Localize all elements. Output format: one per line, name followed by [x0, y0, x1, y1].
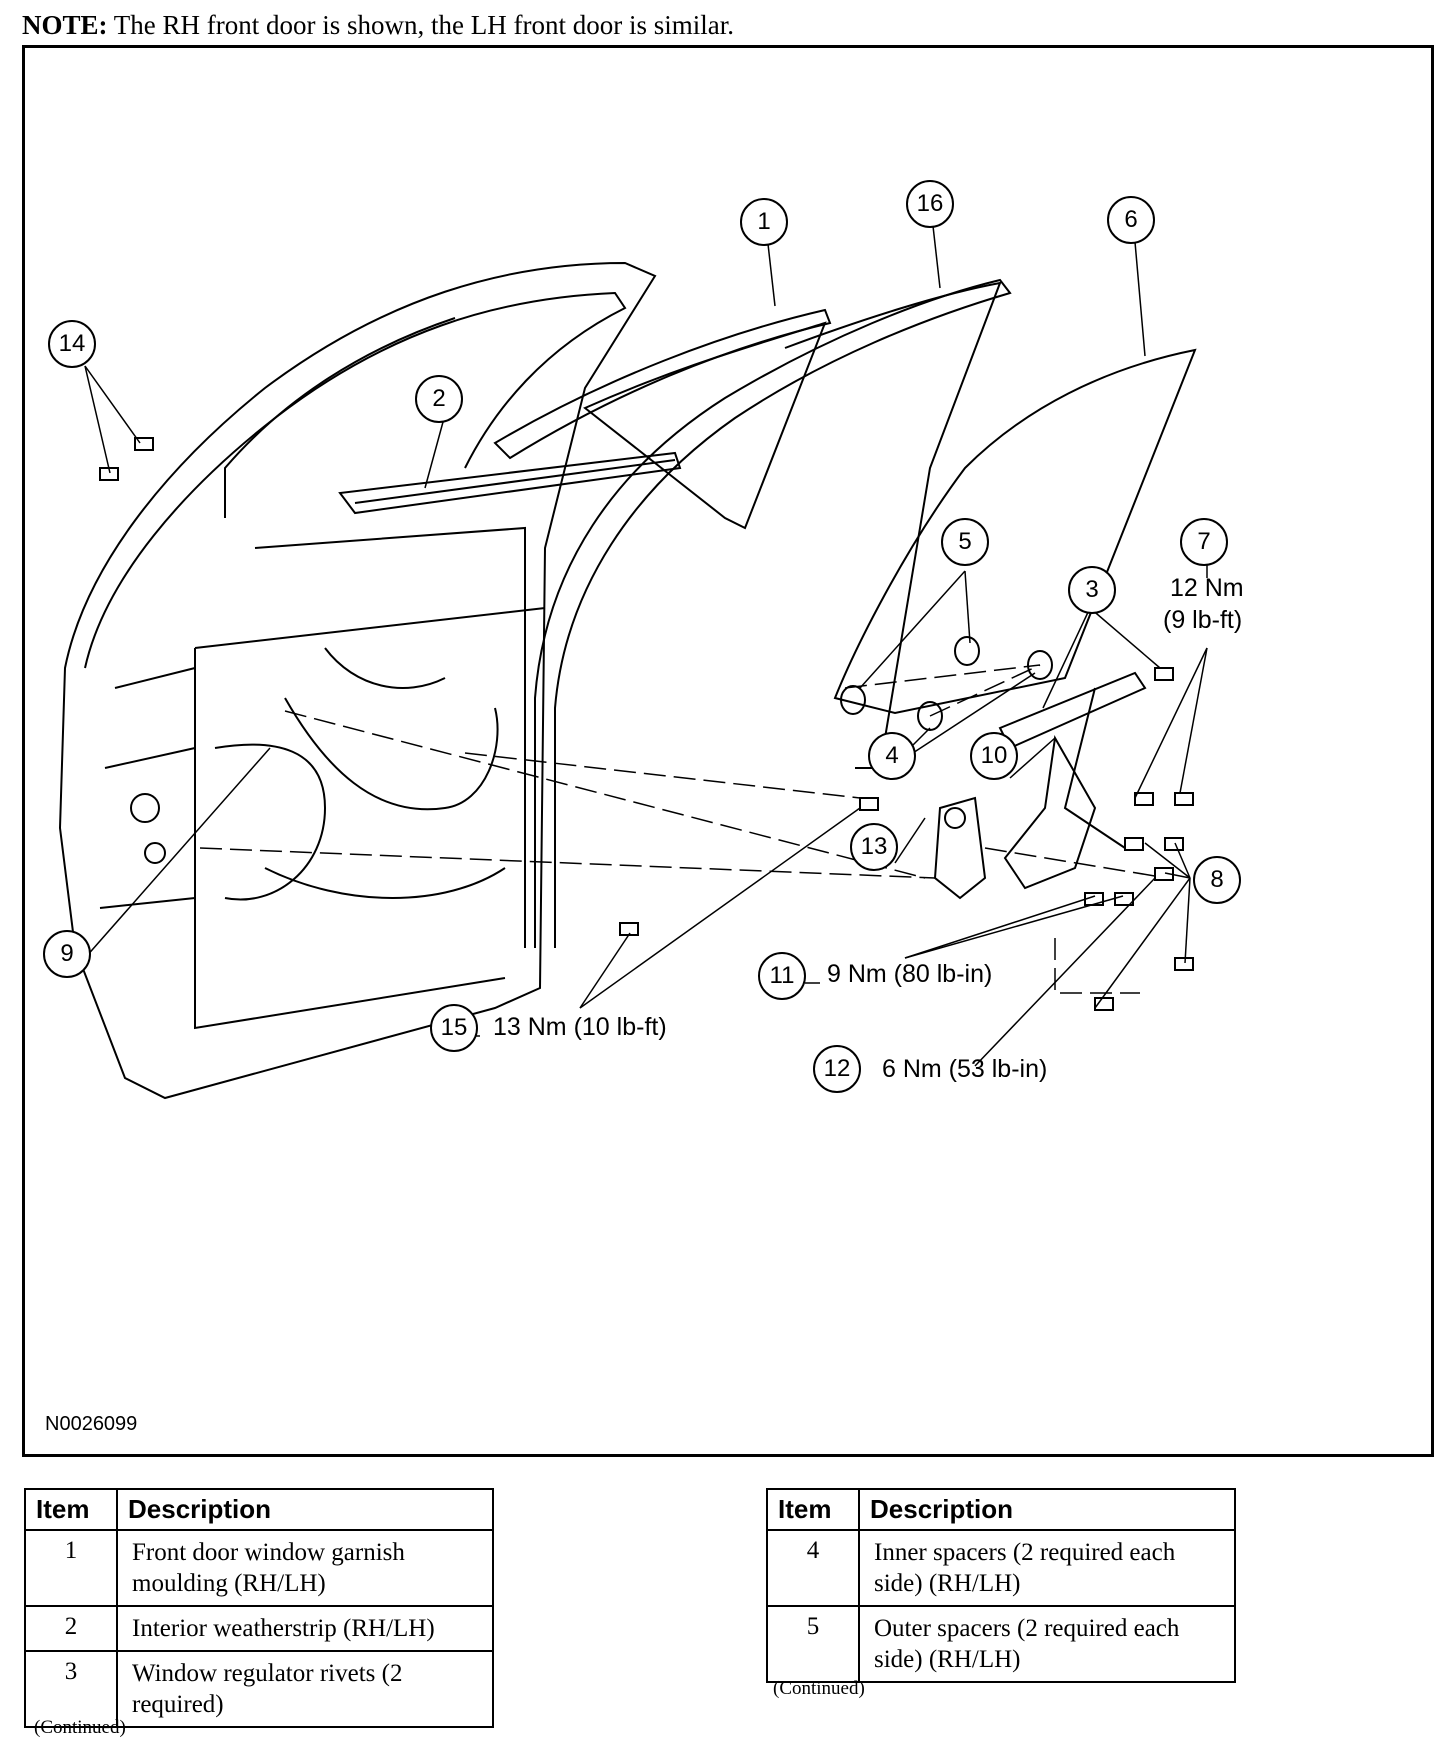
callout-3: 3 — [1068, 566, 1116, 614]
callout-1: 1 — [740, 198, 788, 246]
table-header-row: Item Description — [766, 1488, 1236, 1531]
header-item: Item — [766, 1488, 860, 1531]
door-exploded-view — [58, 225, 1208, 1100]
callout-6: 6 — [1107, 196, 1155, 244]
header-description: Description — [858, 1488, 1236, 1531]
table-row: 3 Window regulator rivets (2 required) — [24, 1650, 494, 1728]
callout-5: 5 — [941, 518, 989, 566]
window-garnish-moulding — [493, 308, 832, 460]
table-header-row: Item Description — [24, 1488, 494, 1531]
torque-12: 6 Nm (53 lb-in) — [882, 1055, 1048, 1083]
callout-10: 10 — [970, 732, 1018, 780]
figure-id: N0026099 — [45, 1413, 138, 1435]
torque-15: 13 Nm (10 lb-ft) — [493, 1013, 667, 1041]
note-text: NOTE: The RH front door is shown, the LH… — [22, 10, 734, 40]
callout-2: 2 — [415, 375, 463, 423]
regulator-motor — [933, 796, 987, 900]
callout-7: 7 — [1180, 518, 1228, 566]
table-row: 5 Outer spacers (2 required each side) (… — [766, 1605, 1236, 1683]
table-row: 4 Inner spacers (2 required each side) (… — [766, 1529, 1236, 1607]
torque-7-line1: 12 Nm — [1170, 574, 1244, 602]
callout-13: 13 — [850, 823, 898, 871]
window-glass — [833, 348, 1197, 715]
window-regulator — [998, 671, 1147, 750]
callout-14: 14 — [48, 320, 96, 368]
callout-9: 9 — [43, 930, 91, 978]
callout-4: 4 — [868, 732, 916, 780]
interior-weatherstrip — [338, 451, 682, 515]
torque-7-line2: (9 lb-ft) — [1163, 606, 1243, 634]
item-table-right: Item Description 4 Inner spacers (2 requ… — [766, 1488, 1236, 1683]
header-description: Description — [116, 1488, 494, 1531]
table-row: 2 Interior weatherstrip (RH/LH) — [24, 1605, 494, 1652]
glass-run-channel — [534, 278, 1012, 948]
table-row: 1 Front door window garnish moulding (RH… — [24, 1529, 494, 1607]
callout-11: 11 — [758, 952, 806, 1000]
callout-12: 12 — [813, 1045, 861, 1093]
torque-11: 9 Nm (80 lb-in) — [827, 960, 993, 988]
header-item: Item — [24, 1488, 118, 1531]
continued-left: (Continued) — [34, 1717, 126, 1738]
callout-15: 15 — [430, 1004, 478, 1052]
callout-16: 16 — [906, 180, 954, 228]
item-table-left: Item Description 1 Front door window gar… — [24, 1488, 494, 1728]
continued-right: (Continued) — [773, 1678, 865, 1699]
door-shell — [58, 261, 657, 1100]
diagram-frame: 1 16 6 14 2 5 7 3 4 10 13 8 9 11 15 12 1… — [22, 45, 1434, 1457]
callout-8: 8 — [1193, 856, 1241, 904]
